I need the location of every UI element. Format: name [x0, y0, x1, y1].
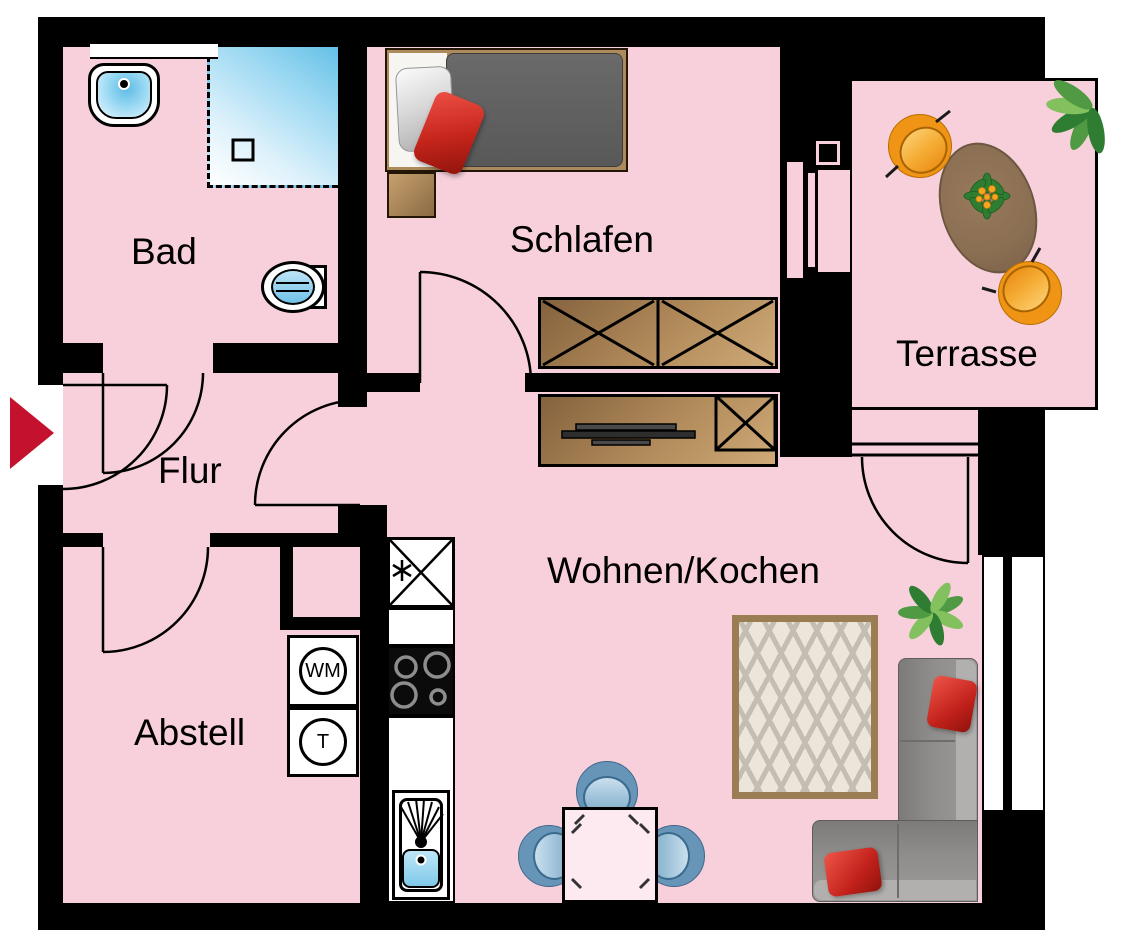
wall-shaft-vertical [280, 547, 293, 630]
bathroom-sink-basin [96, 71, 152, 119]
kitchen-counter-top [387, 608, 455, 646]
window-bad [90, 44, 218, 59]
rug [732, 615, 878, 799]
wall-flur-abstell-right [210, 533, 338, 547]
fridge [387, 537, 455, 608]
wall-flur-abstell-left [63, 533, 103, 547]
window-schlafen-terrasse-bar3 [818, 170, 850, 272]
wall-bad-south-left [63, 343, 103, 373]
dining-table [562, 807, 658, 903]
wall-schlafen-wohnen-left [367, 373, 420, 392]
sofa-red-pillow-top [925, 674, 979, 734]
room-label-abstell: Abstell [134, 712, 246, 753]
window-schlafen-terrasse-bar1 [787, 162, 803, 278]
nightstand [387, 172, 436, 218]
window-living-room [982, 555, 1045, 812]
plant-leaf [1084, 106, 1108, 155]
cooktop [387, 646, 455, 716]
vent-square [816, 141, 840, 165]
window-schlafen-terrasse-bar2 [808, 173, 815, 267]
sideboard [538, 394, 778, 467]
room-flur-floor [63, 345, 360, 547]
wall-shaft-horizontal [280, 617, 360, 630]
dryer-label: T [299, 718, 347, 766]
entrance-arrow-icon [10, 397, 54, 469]
window-living-room-frame-line [1003, 557, 1012, 810]
room-label-terrasse: Terrasse [896, 333, 1038, 374]
wall-top [38, 17, 788, 47]
shower [207, 47, 338, 188]
dryer: T [287, 707, 359, 777]
toilet-bowl-inner [271, 269, 315, 305]
wall-flur-wohnen-upper [338, 343, 367, 407]
wall-right-lower [982, 812, 1045, 930]
kitchen-sink-basin [402, 849, 440, 888]
wall-terrace-door-pillar [978, 410, 1045, 555]
wall-left-upper [38, 17, 63, 385]
wall-left-lower [38, 485, 63, 930]
washing-machine-label: WM [299, 647, 347, 695]
room-label-schlafen: Schlafen [510, 219, 654, 260]
room-label-flur: Flur [158, 450, 222, 491]
wall-abstell-kitchen [360, 505, 387, 903]
bed-mattress [446, 53, 623, 167]
wall-schlafen-wohnen-right [525, 373, 780, 392]
wall-bottom [38, 903, 1045, 930]
room-label-wohnen-kochen: Wohnen/Kochen [547, 550, 820, 591]
washing-machine: WM [287, 635, 359, 707]
wall-bad-schlafen [338, 47, 367, 373]
room-label-bad: Bad [131, 231, 197, 272]
sofa-red-pillow-bottom [823, 846, 883, 898]
wall-bad-south-right [213, 343, 340, 373]
wardrobe [538, 297, 778, 369]
plant-living-room [898, 579, 966, 648]
